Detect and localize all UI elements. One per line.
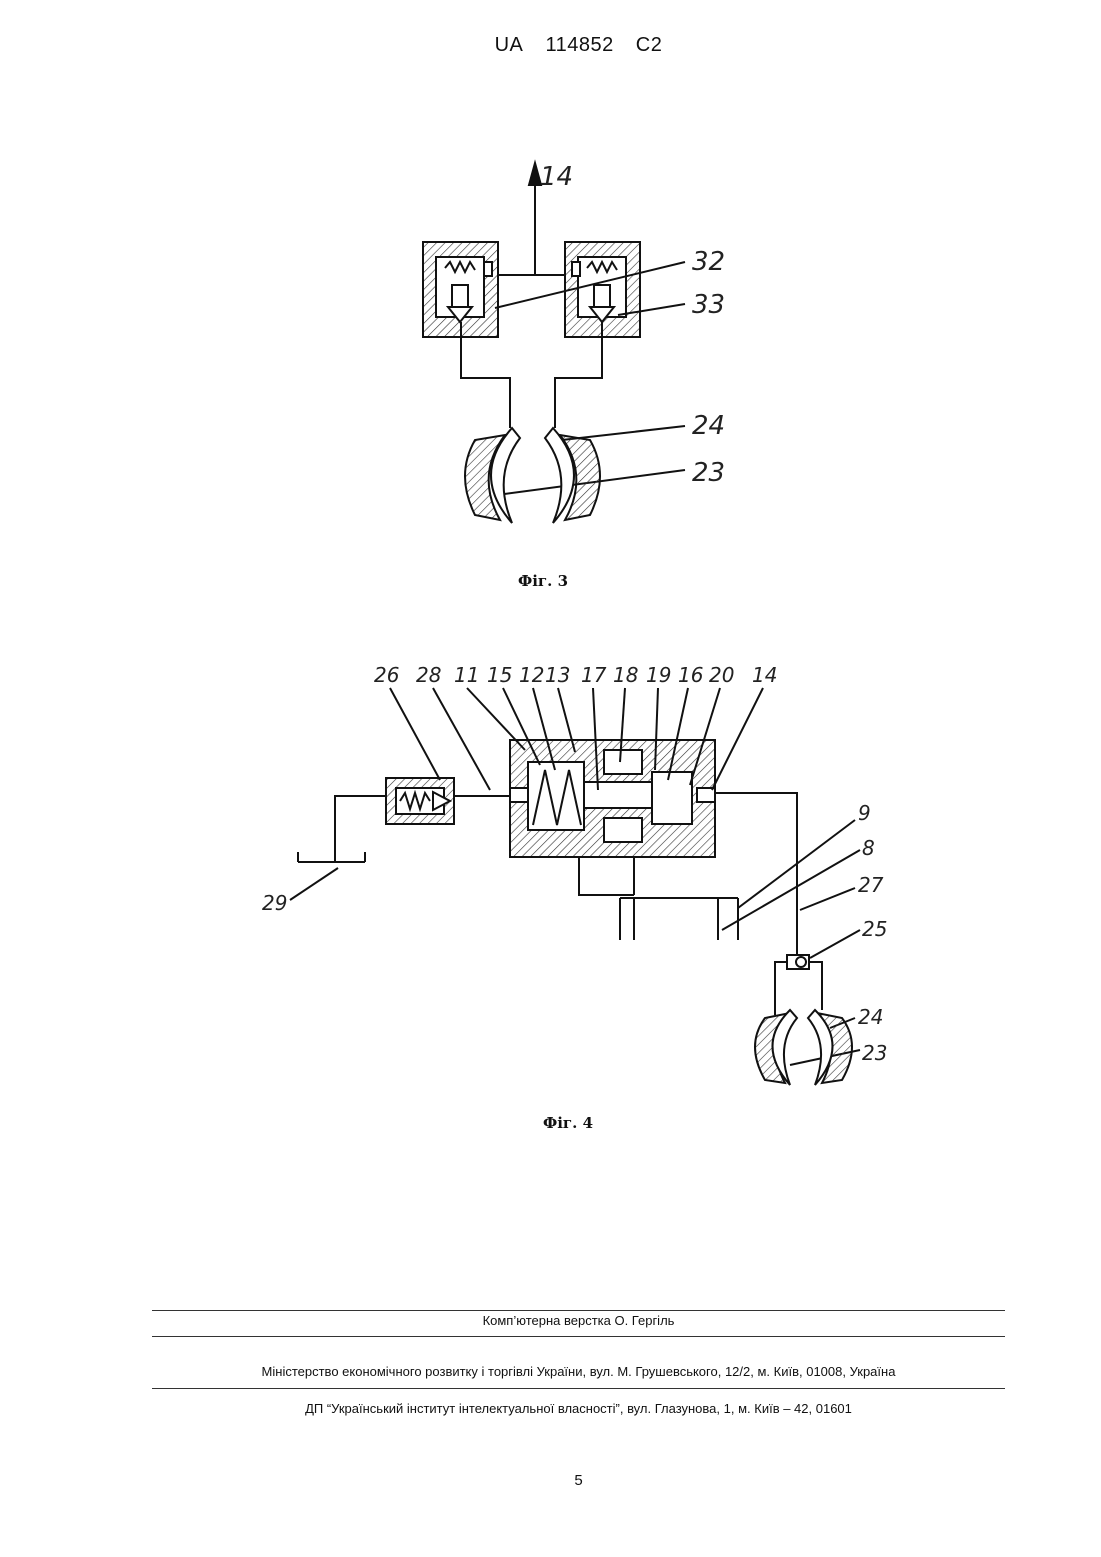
fig4-label-8: 8 xyxy=(862,836,875,860)
fig4-label-12: 12 xyxy=(519,663,544,687)
footer-rule-2 xyxy=(152,1336,1005,1337)
figure-4-caption: Фіг. 4 xyxy=(543,1114,593,1132)
fig4-label-19: 19 xyxy=(646,663,671,687)
figure-4-drawing: 26 28 11 15 12 13 17 18 19 16 20 14 9 8 … xyxy=(0,640,1101,1120)
footer-rule-1 xyxy=(152,1310,1005,1311)
fig4-label-24: 24 xyxy=(858,1005,883,1029)
footer-rule-3 xyxy=(152,1388,1005,1389)
footer-institute-address: ДП “Український інститут інтелектуальної… xyxy=(152,1401,1005,1416)
fig4-label-29: 29 xyxy=(262,891,287,915)
fig4-label-17: 17 xyxy=(581,663,607,687)
fig4-label-18: 18 xyxy=(613,663,638,687)
fig3-label-23: 23 xyxy=(692,458,725,488)
fig4-label-11: 11 xyxy=(454,663,479,687)
fig4-label-23: 23 xyxy=(862,1041,887,1065)
fig4-label-27: 27 xyxy=(858,873,884,897)
fig4-label-26: 26 xyxy=(374,663,399,687)
fig4-label-16: 16 xyxy=(678,663,703,687)
fig3-label-24: 24 xyxy=(692,411,725,441)
fig3-label-14: 14 xyxy=(540,162,573,192)
fig4-label-15: 15 xyxy=(487,663,512,687)
fig4-label-9: 9 xyxy=(858,801,871,825)
fig4-label-25: 25 xyxy=(862,917,887,941)
fig3-label-32: 32 xyxy=(692,247,725,277)
figure-3-drawing: 14 32 33 24 23 xyxy=(0,0,1101,560)
fig3-label-33: 33 xyxy=(692,290,725,320)
figure-3-caption: Фіг. 3 xyxy=(518,572,568,590)
fig4-label-14: 14 xyxy=(752,663,777,687)
page-number: 5 xyxy=(0,1472,1101,1489)
fig4-label-20: 20 xyxy=(709,663,734,687)
footer-layout-credit: Комп’ютерна верстка О. Гергіль xyxy=(152,1313,1005,1328)
fig4-label-28: 28 xyxy=(416,663,441,687)
fig4-label-13: 13 xyxy=(545,663,570,687)
footer-ministry-address: Міністерство економічного розвитку і тор… xyxy=(152,1364,1005,1379)
